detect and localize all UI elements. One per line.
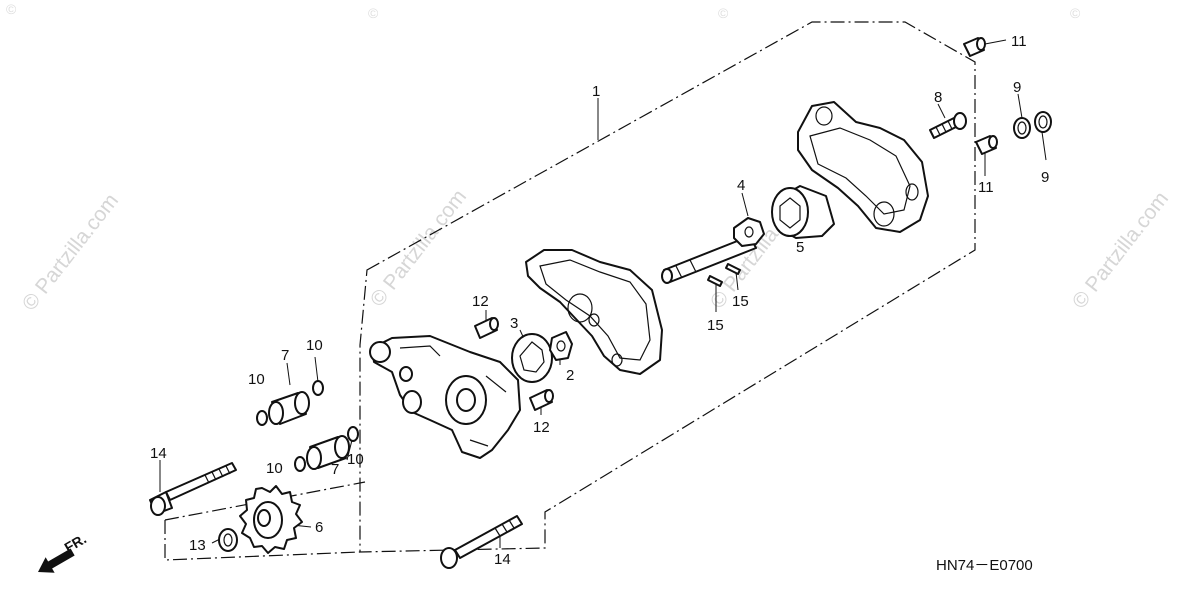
bolt-lower	[440, 515, 523, 569]
dowel-pin-top	[963, 37, 986, 57]
callout-7-lower: 7	[331, 461, 339, 478]
outer-rotor-feed	[511, 333, 553, 383]
dowel-pin-a	[474, 317, 499, 339]
dowel-collar-lower	[306, 435, 350, 470]
callout-15-right: 15	[732, 293, 749, 310]
o-ring-c	[294, 456, 306, 472]
callout-10-b: 10	[306, 337, 323, 354]
pump-shaft	[661, 235, 757, 284]
callout-8: 8	[934, 89, 942, 106]
inner-rotor-scavenge	[733, 217, 765, 247]
watermark-left: © Partzilla.com	[18, 189, 123, 315]
callout-4: 4	[737, 177, 745, 194]
snap-ring	[218, 528, 238, 552]
parts	[149, 37, 1052, 569]
callout-11-lower: 11	[978, 179, 994, 196]
dowel-pin-b	[529, 389, 554, 411]
callout-10-c: 10	[266, 460, 283, 477]
pump-plate-center	[525, 249, 663, 375]
callout-11-upper: 11	[1011, 33, 1027, 50]
drive-gear	[239, 485, 303, 554]
o-ring-outer	[1013, 117, 1031, 139]
callout-6: 6	[315, 519, 323, 536]
callout-15-left: 15	[707, 317, 724, 334]
screw	[929, 112, 967, 139]
watermark-corner-3: ©	[718, 5, 729, 21]
callout-10-d: 10	[347, 451, 364, 468]
callout-14-lower: 14	[494, 551, 511, 568]
watermark-corner-2: ©	[368, 5, 379, 21]
dowel-pin-lower	[975, 135, 998, 155]
o-ring-a	[256, 410, 268, 426]
watermark-center: © Partzilla.com	[366, 185, 471, 311]
outer-rotor-scavenge	[771, 185, 835, 239]
watermark-corner-1: ©	[6, 1, 17, 17]
diagram-code: HN74－E0700	[936, 557, 1033, 574]
watermark-right: © Partzilla.com	[1068, 187, 1173, 313]
callout-1: 1	[592, 83, 600, 100]
callout-12-upper: 12	[472, 293, 489, 310]
inner-rotor-small	[549, 331, 573, 361]
bolt-upper	[149, 462, 237, 516]
o-ring-d	[347, 426, 359, 442]
callout-13: 13	[189, 537, 206, 554]
o-ring-b	[312, 380, 324, 396]
pin-a	[707, 275, 723, 287]
callout-12-lower: 12	[533, 419, 550, 436]
callout-10-a: 10	[248, 371, 265, 388]
pump-body-left	[369, 335, 521, 459]
callout-labels: 1 2 3 4 5 6 7 7 8 9 9 10 10 10 10 11 11 …	[150, 33, 1049, 568]
o-ring-inner	[1034, 111, 1052, 133]
dowel-collar-upper	[268, 391, 310, 425]
callout-7-upper: 7	[281, 347, 289, 364]
pump-cover-right	[797, 101, 929, 233]
callout-9-upper: 9	[1013, 79, 1021, 96]
callout-9-lower: 9	[1041, 169, 1049, 186]
callout-5: 5	[796, 239, 804, 256]
callout-3: 3	[510, 315, 518, 332]
watermark-corner-4: ©	[1070, 5, 1081, 21]
callout-14-upper: 14	[150, 445, 167, 462]
callout-2: 2	[566, 367, 574, 384]
front-arrow-icon	[38, 548, 75, 573]
front-indicator: FR.	[38, 530, 89, 573]
pin-b	[725, 263, 741, 275]
